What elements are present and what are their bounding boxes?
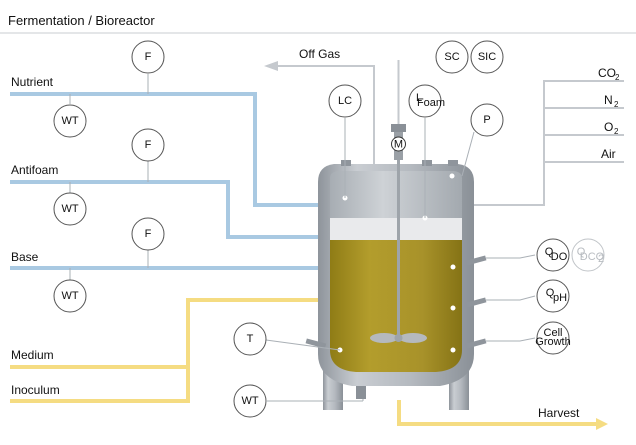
svg-text:O: O [604,120,613,134]
svg-text:SC: SC [444,51,459,63]
instrument-f-antifoam: F [131,128,165,162]
svg-text:WT: WT [61,115,78,127]
antifoam-line [10,180,322,239]
svg-text:Q: Q [545,246,554,258]
label-base: Base [11,250,39,264]
label-n2: N 2 [604,93,619,109]
motor-label: M [394,138,403,150]
signal-lines [69,74,536,401]
svg-text:DCO: DCO [580,251,605,263]
off-gas-line [276,65,375,172]
instrument-sic: SIC [470,40,504,74]
instrument-wt-base: WT [53,279,87,313]
instrument-q-ph: Q pH [536,279,570,313]
label-co2: CO 2 [598,66,620,82]
motor-icon [391,136,406,152]
label-air: Air [601,147,616,161]
svg-text:WT: WT [241,395,258,407]
page-title: Fermentation / Bioreactor [8,13,155,28]
instrument-f-base: F [131,217,165,251]
svg-text:P: P [483,114,490,126]
instrument-l-foam: L Foam [408,84,445,118]
instrument-q-dco2: Q DCO 2 [571,238,605,272]
label-antifoam: Antifoam [11,163,58,177]
label-inoculum: Inoculum [11,383,60,397]
instrument-f-nutrient: F [131,40,165,74]
svg-text:DO: DO [551,251,568,263]
svg-text:Cell: Cell [544,327,563,339]
svg-text:F: F [145,51,152,63]
svg-text:LC: LC [338,95,352,107]
instrument-cell-growth: Cell Growth [535,321,571,355]
svg-text:SIC: SIC [478,51,496,63]
off-gas-arrow-icon [264,61,278,71]
culture-liquid [330,240,462,372]
nutrient-line [10,92,322,207]
svg-text:T: T [247,333,254,345]
svg-text:Q: Q [577,246,586,258]
instrument-wt-nutrient: WT [53,104,87,138]
svg-text:2: 2 [614,100,619,109]
svg-text:Growth: Growth [535,336,570,348]
svg-text:CO: CO [598,66,616,80]
svg-text:Q: Q [546,287,555,299]
instrument-lc: LC [328,84,362,118]
instrument-t: T [233,322,267,356]
side-probes [305,255,487,349]
svg-text:Foam: Foam [417,97,445,109]
svg-text:pH: pH [553,292,567,304]
svg-text:2: 2 [614,127,619,136]
label-o2: O 2 [604,120,619,136]
impeller [370,333,427,343]
instrument-q-do: Q DO [536,238,570,272]
motor-cap [391,124,406,132]
label-medium: Medium [11,348,54,362]
svg-text:2: 2 [615,73,620,82]
label-off-gas: Off Gas [299,47,340,61]
harvest-line [397,400,600,426]
svg-text:N: N [604,93,613,107]
foam-band [330,218,462,240]
harvest-arrow-icon [596,418,608,430]
vessel-headspace [330,171,462,218]
instrument-wt-vessel: WT [233,384,267,418]
gas-manifold [470,80,624,206]
medium-line [10,298,322,403]
svg-text:F: F [145,139,152,151]
label-nutrient: Nutrient [11,75,54,89]
instrument-wt-antifoam: WT [53,192,87,226]
svg-text:F: F [145,228,152,240]
instrument-sc: SC [435,40,469,74]
top-nozzles [341,160,458,166]
label-harvest: Harvest [538,406,580,420]
instrument-p: P [470,103,504,137]
svg-text:WT: WT [61,290,78,302]
svg-text:2: 2 [598,253,604,265]
svg-text:WT: WT [61,203,78,215]
svg-text:L: L [416,92,422,104]
